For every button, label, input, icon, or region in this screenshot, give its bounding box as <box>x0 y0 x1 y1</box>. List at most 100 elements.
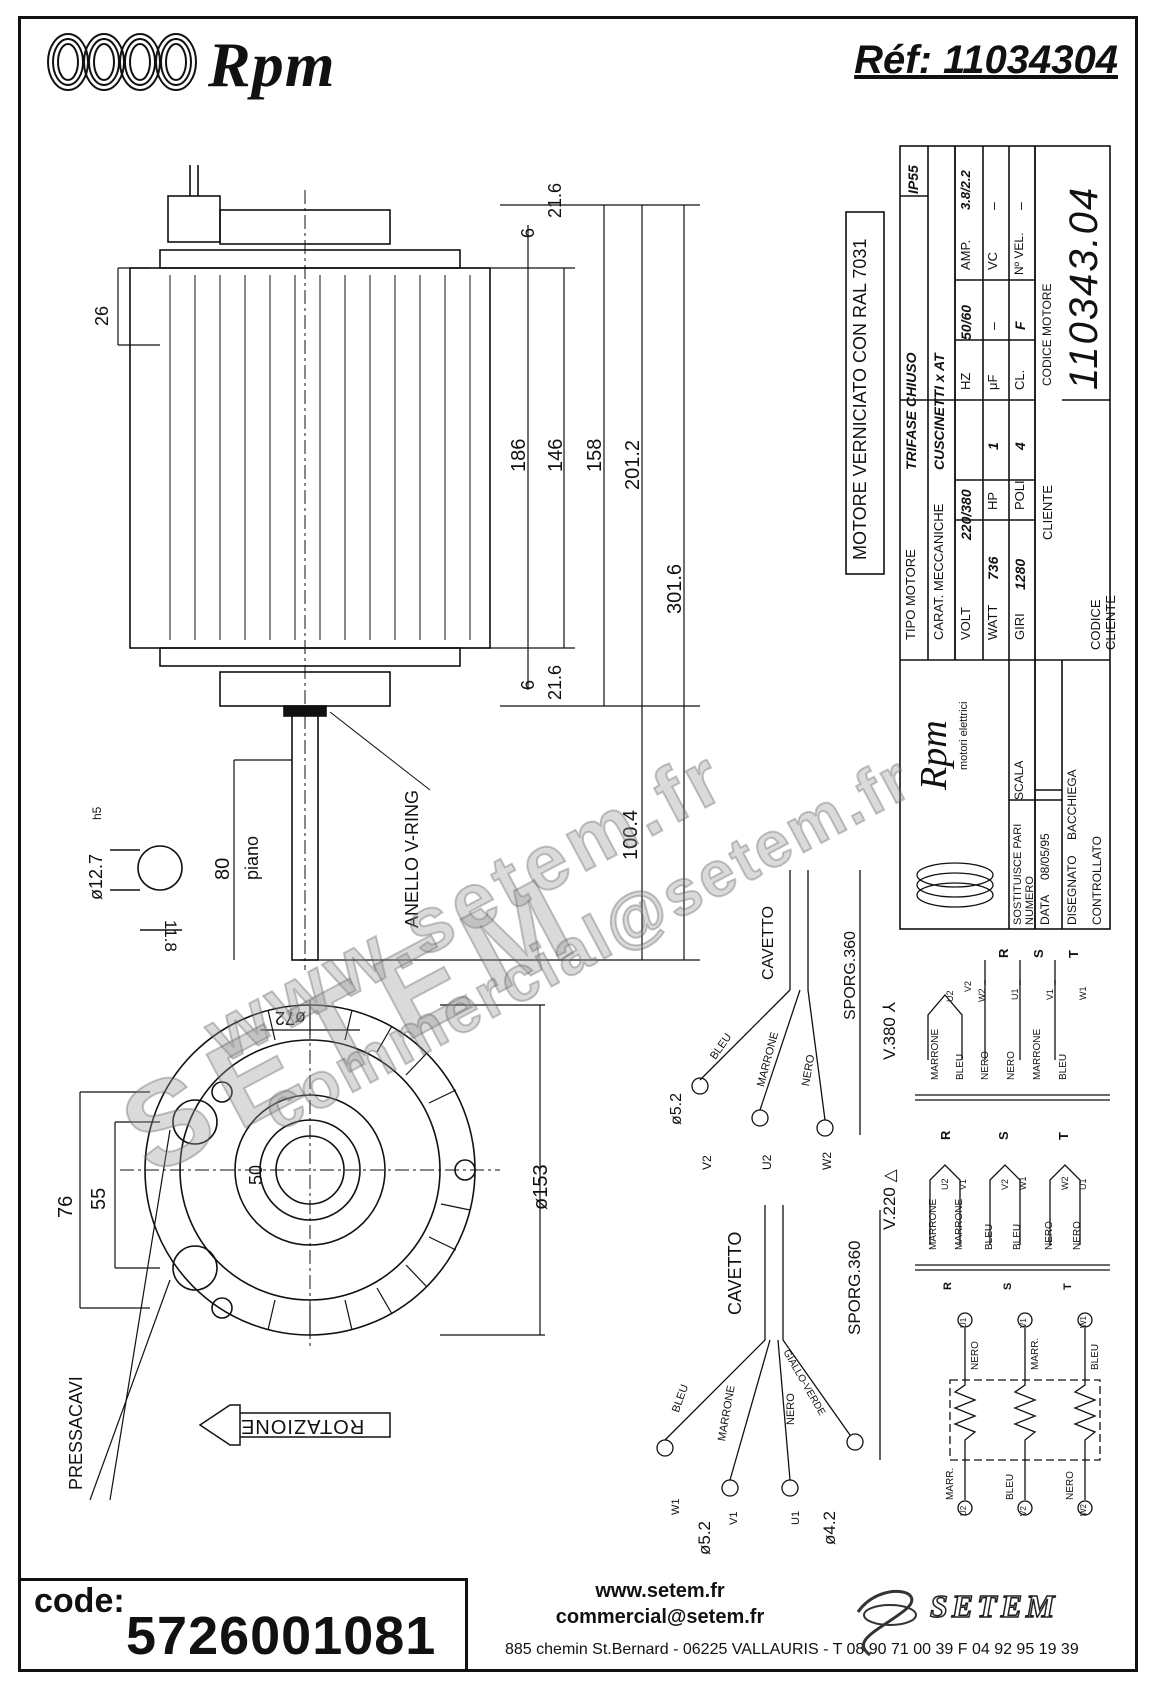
watt-value: 736 <box>985 556 1001 580</box>
footer-contact: www.setem.fr commercial@setem.fr <box>520 1578 800 1630</box>
paint-note-box <box>845 211 885 575</box>
hole-bottom-a: ø5.2 <box>695 1520 714 1555</box>
poli-label: POLI <box>1012 480 1027 510</box>
cl-value: F <box>1012 321 1028 330</box>
phase-s-380: S <box>1031 949 1046 958</box>
poli-value: 4 <box>1012 442 1028 450</box>
schem-top-3: BLEU <box>1090 1343 1101 1370</box>
wiring-bottom <box>656 1205 881 1497</box>
outer-diameter-label: ø153 <box>530 1164 552 1210</box>
giri-value: 1280 <box>1012 558 1028 590</box>
schem-top-term-1: U1 <box>959 1317 968 1328</box>
v220-wire-2: MARRONE <box>954 1198 965 1250</box>
schem-top-2: MARR. <box>1030 1337 1041 1370</box>
title-block <box>899 145 1111 930</box>
wire-bottom-nero: NERO <box>785 1393 797 1425</box>
phase-s-220: S <box>996 1131 1011 1140</box>
rotation-label: ROTAZIONE <box>240 1415 365 1437</box>
pressacavi-label: PRESSACAVI <box>66 1376 86 1490</box>
v380-label: V.380 ⅄ <box>880 1002 899 1060</box>
v380-connection <box>915 960 1110 1101</box>
nvel-value: – <box>1012 202 1028 210</box>
schem-top-term-2: V1 <box>1019 1318 1028 1328</box>
v380-wire-3: NERO <box>980 1051 991 1080</box>
hole-top-label: ø5.2 <box>668 1092 685 1125</box>
v220-wire-5: NERO <box>1044 1221 1055 1250</box>
footer-email[interactable]: commercial@setem.fr <box>555 1606 765 1628</box>
reference-number: Réf: 11034304 <box>854 38 1118 82</box>
shaft-flat-label: 11.8 <box>161 920 180 952</box>
v220-wire-1: MARRONE <box>928 1198 939 1250</box>
term-top-u2: U2 <box>760 1154 774 1170</box>
disegnato-label: DISEGNATO <box>1065 855 1079 925</box>
sporg-top-label: SPORG.360 <box>842 931 859 1020</box>
dim-80: 80 <box>212 857 234 880</box>
drawing-frame <box>18 16 1138 1672</box>
giri-label: GIRI <box>1012 613 1027 640</box>
cl-label: CL. <box>1012 369 1027 390</box>
sporg-bottom-label: SPORG.360 <box>845 1240 864 1336</box>
code-box <box>18 1578 468 1672</box>
amp-value: 3.8/2.2 <box>958 170 973 210</box>
front-fins <box>267 1005 471 1335</box>
hp-value: 1 <box>985 442 1001 450</box>
ip-rating: IP55 <box>905 165 921 194</box>
hz-label: HZ <box>958 372 973 390</box>
vc-value: – <box>985 202 1001 210</box>
dim-146: 146 <box>545 438 567 472</box>
wiring-top <box>691 870 861 1137</box>
v380-wire-5: MARRONE <box>1032 1028 1043 1080</box>
phase-t-220: T <box>1056 1132 1071 1140</box>
codice-motore-label: CODICE MOTORE <box>1040 283 1054 386</box>
schem-phase-t: T <box>1062 1283 1074 1290</box>
term-bottom-w1: W1 <box>670 1498 682 1516</box>
maker-brand: Rpm <box>913 720 955 790</box>
dim-6-top: 6 <box>518 227 538 238</box>
dim-21-6-top: 21.6 <box>545 182 565 218</box>
footer-web[interactable]: www.setem.fr <box>595 1580 725 1602</box>
v220-term-6: U1 <box>1078 1178 1088 1190</box>
hz-value: 50/60 <box>958 304 974 340</box>
dim-21-6-bottom: 21.6 <box>545 664 565 700</box>
schem-bottom-term-1: U2 <box>959 1505 968 1516</box>
cliente-label: CLIENTE <box>1040 485 1055 540</box>
v380-term-3: W2 <box>977 988 987 1003</box>
v220-wire-3: BLEU <box>984 1223 995 1250</box>
schem-phase-r: R <box>942 1282 954 1290</box>
rotation-arrow <box>198 1404 391 1446</box>
dim-186: 186 <box>508 438 530 472</box>
v220-wire-4: BLEU <box>1012 1223 1023 1250</box>
v220-term-4: W1 <box>1018 1176 1028 1191</box>
term-top-v2: V2 <box>700 1155 714 1170</box>
volt-label: VOLT <box>958 607 973 640</box>
carat-label: CARAT. MECCANICHE <box>931 503 946 640</box>
shaft-piano-label: piano <box>242 835 262 880</box>
term-top-w2: W2 <box>820 1152 834 1170</box>
watt-label: WATT <box>985 604 1000 640</box>
carat-value: CUSCINETTI x AT <box>931 353 947 470</box>
v380-wire-4: NERO <box>1006 1051 1017 1080</box>
schem-bottom-term-3: W2 <box>1079 1504 1088 1516</box>
footer-address: 885 chemin St.Bernard - 06225 VALLAURIS … <box>505 1641 1079 1658</box>
schem-bottom-1: MARR. <box>945 1467 956 1500</box>
data-label: DATA <box>1038 894 1052 925</box>
hp-label: HP <box>985 491 1000 510</box>
setem-logo: SETEM <box>929 1587 1059 1625</box>
schem-phase-s: S <box>1002 1282 1014 1290</box>
v220-wire-6: NERO <box>1072 1221 1083 1250</box>
shaft-diameter-label: ø12.7 <box>86 853 106 900</box>
brand-logo-text: Rpm <box>208 29 336 100</box>
dim-201-2: 201.2 <box>622 439 644 490</box>
hole-bottom-b: ø4.2 <box>820 1510 839 1545</box>
scala-label: SCALA <box>1012 760 1026 800</box>
amp-label: AMP. <box>958 239 973 270</box>
nvel-label: Nº VEL. <box>1012 232 1026 275</box>
data-value: 08/05/95 <box>1038 833 1052 880</box>
v380-term-2: V2 <box>963 980 973 992</box>
tipo-motore-label: TIPO MOTORE <box>903 549 918 640</box>
sostituisce-label: SOSTITUISCE PARI NUMERO <box>1012 823 1036 925</box>
cable-top-label: CAVETTO <box>760 905 777 980</box>
disegnato-value: BACCHIEGA <box>1065 769 1079 840</box>
shaft-tolerance-label: h5 <box>90 806 104 820</box>
